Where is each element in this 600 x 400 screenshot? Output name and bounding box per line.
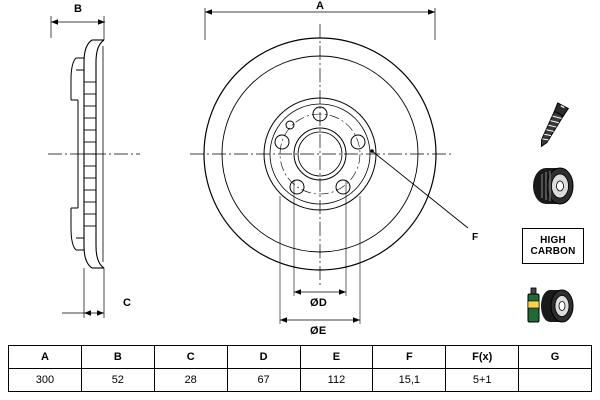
dimension-E (279, 196, 361, 324)
screw-icon (540, 102, 570, 148)
table-value-G (518, 368, 592, 392)
table-value-Fx: 5+1 (445, 368, 520, 392)
table-value-D: 67 (226, 368, 301, 392)
front-view-centerlines (190, 24, 452, 286)
locating-pin-hole (285, 120, 295, 130)
table-header-Fx: F(x) (445, 345, 520, 369)
table-value-B: 52 (80, 368, 155, 392)
table-header-row: A B C D E F F(x) G (8, 345, 592, 369)
coated-disc-icon (527, 287, 574, 323)
high-carbon-line1: HIGH (540, 235, 566, 246)
label-C: C (123, 297, 132, 309)
dimension-B (50, 16, 105, 40)
label-F-callout: F (472, 232, 479, 243)
table-header-D: D (226, 345, 301, 369)
label-A: A (316, 0, 325, 12)
label-D: ØD (310, 297, 328, 309)
high-carbon-line2: CARBON (530, 246, 576, 257)
table-value-F: 15,1 (372, 368, 447, 392)
brake-disc-icon (533, 167, 574, 205)
dimension-A (204, 8, 436, 40)
table-header-A: A (8, 345, 82, 369)
table-header-C: C (153, 345, 228, 369)
table-value-A: 300 (8, 368, 82, 392)
table-value-E: 112 (299, 368, 374, 392)
table-value-row: 300 52 28 67 112 15,1 5+1 (8, 368, 592, 392)
label-B: B (74, 3, 83, 15)
table-header-G: G (518, 345, 592, 369)
label-E: ØE (310, 325, 327, 337)
callout-F-leader (370, 149, 469, 229)
table-header-F: F (372, 345, 447, 369)
table-header-B: B (80, 345, 155, 369)
dimension-C (62, 268, 105, 318)
specification-table: A B C D E F F(x) G 300 52 28 67 112 15,1… (8, 345, 592, 392)
disc-side-view (70, 39, 105, 269)
brake-disc-drawing (48, 8, 469, 324)
table-value-C: 28 (153, 368, 228, 392)
dimension-D (293, 180, 347, 296)
high-carbon-badge: HIGH CARBON (522, 228, 584, 264)
table-header-E: E (299, 345, 374, 369)
